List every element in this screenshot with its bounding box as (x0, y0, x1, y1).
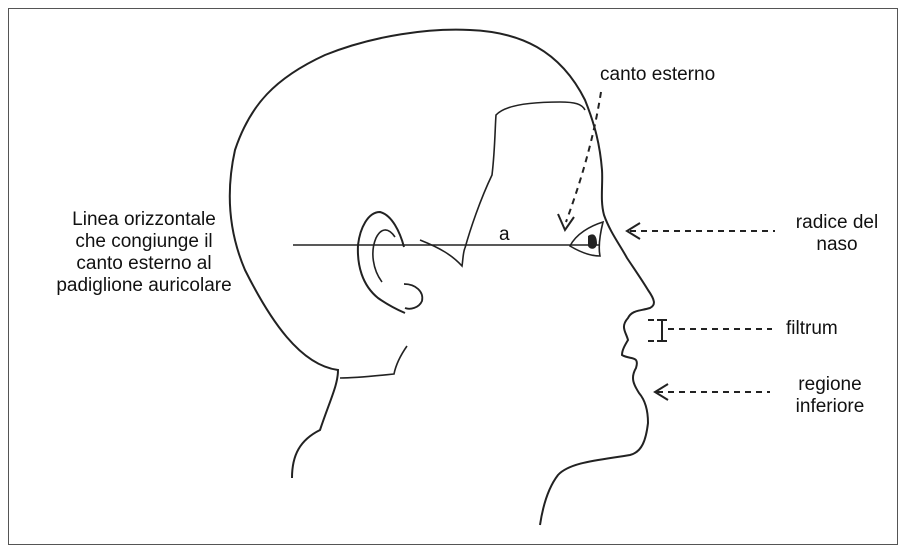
label-a: a (499, 224, 510, 246)
label-linea-orizzontale: Linea orizzontale che congiunge il canto… (24, 209, 264, 297)
label-regione-inferiore: regione inferiore (775, 374, 885, 418)
label-canto-esterno: canto esterno (600, 64, 715, 86)
cheek-detail (420, 240, 465, 266)
ear-lobe (404, 284, 422, 309)
canto-esterno-arrow-line (566, 92, 601, 222)
head-outline (230, 30, 654, 525)
eye-pupil (588, 234, 597, 248)
label-filtrum: filtrum (786, 318, 838, 340)
jaw-line (340, 346, 407, 378)
eye-shape (570, 222, 603, 256)
label-radice-del-naso: radice del naso (782, 212, 892, 256)
ear-inner (373, 230, 395, 282)
ear-outline (358, 212, 405, 313)
